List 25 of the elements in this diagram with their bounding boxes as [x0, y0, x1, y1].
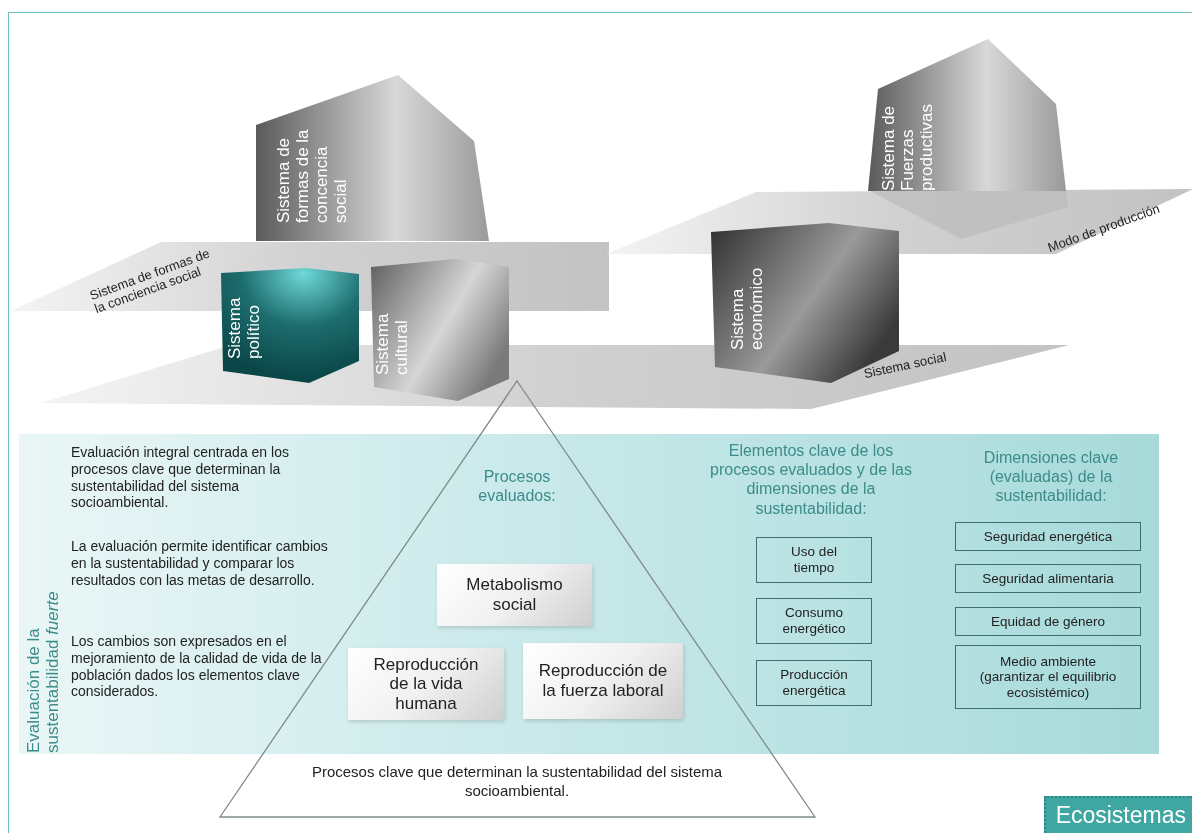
paragraph: Los cambios son expresados en el mejoramiento de la calidad de vida de la población dados los elementos clave considerados. [71, 633, 323, 701]
triangle-heading: Procesos evaluados: [477, 467, 557, 506]
element-box: Seguridad alimentaria [955, 564, 1141, 593]
element-box: Seguridad energética [955, 522, 1141, 551]
plane-label: Sistema social [862, 348, 949, 382]
element-box: Uso del tiempo [756, 537, 872, 583]
cube-label: Sistema económico [727, 266, 767, 350]
evaluation-band [19, 434, 1159, 754]
cube-label: Sistema político [224, 296, 264, 359]
paragraph: Evaluación integral centrada en los procesos clave que determinan la sustentabilidad del sistema socioambiental. [71, 444, 290, 512]
element-box: Consumo energético [756, 598, 872, 644]
column-heading: Elementos clave de los procesos evaluados y de las dimensiones de la sustentabilidad: [709, 441, 913, 518]
paragraph: La evaluación permite identificar cambios en la sustentabilidad y comparar los resultados con las metas de desarrollo. [71, 538, 329, 589]
element-box: Producción energética [756, 660, 872, 706]
process-box: Reproducción de la fuerza laboral [523, 643, 683, 719]
diagram-frame [8, 12, 1192, 833]
element-box: Medio ambiente (garantizar el equilibrio ecosistémico) [955, 645, 1141, 709]
cube-label: Sistema de Fuerzas productivas [879, 103, 937, 191]
cube-label: Sistema de formas de la concencia social [273, 128, 351, 223]
process-box: Reproducción de la vida humana [348, 648, 504, 720]
process-box: Metabolismo social [437, 564, 592, 626]
frame-title: Ecosistemas [1043, 796, 1192, 833]
element-box: Equidad de género [955, 607, 1141, 636]
column-heading: Dimensiones clave (evaluadas) de la sustentabilidad: [982, 448, 1120, 506]
triangle-caption: Procesos clave que determinan la sustentabilidad del sistema socioambiental. [310, 763, 724, 801]
